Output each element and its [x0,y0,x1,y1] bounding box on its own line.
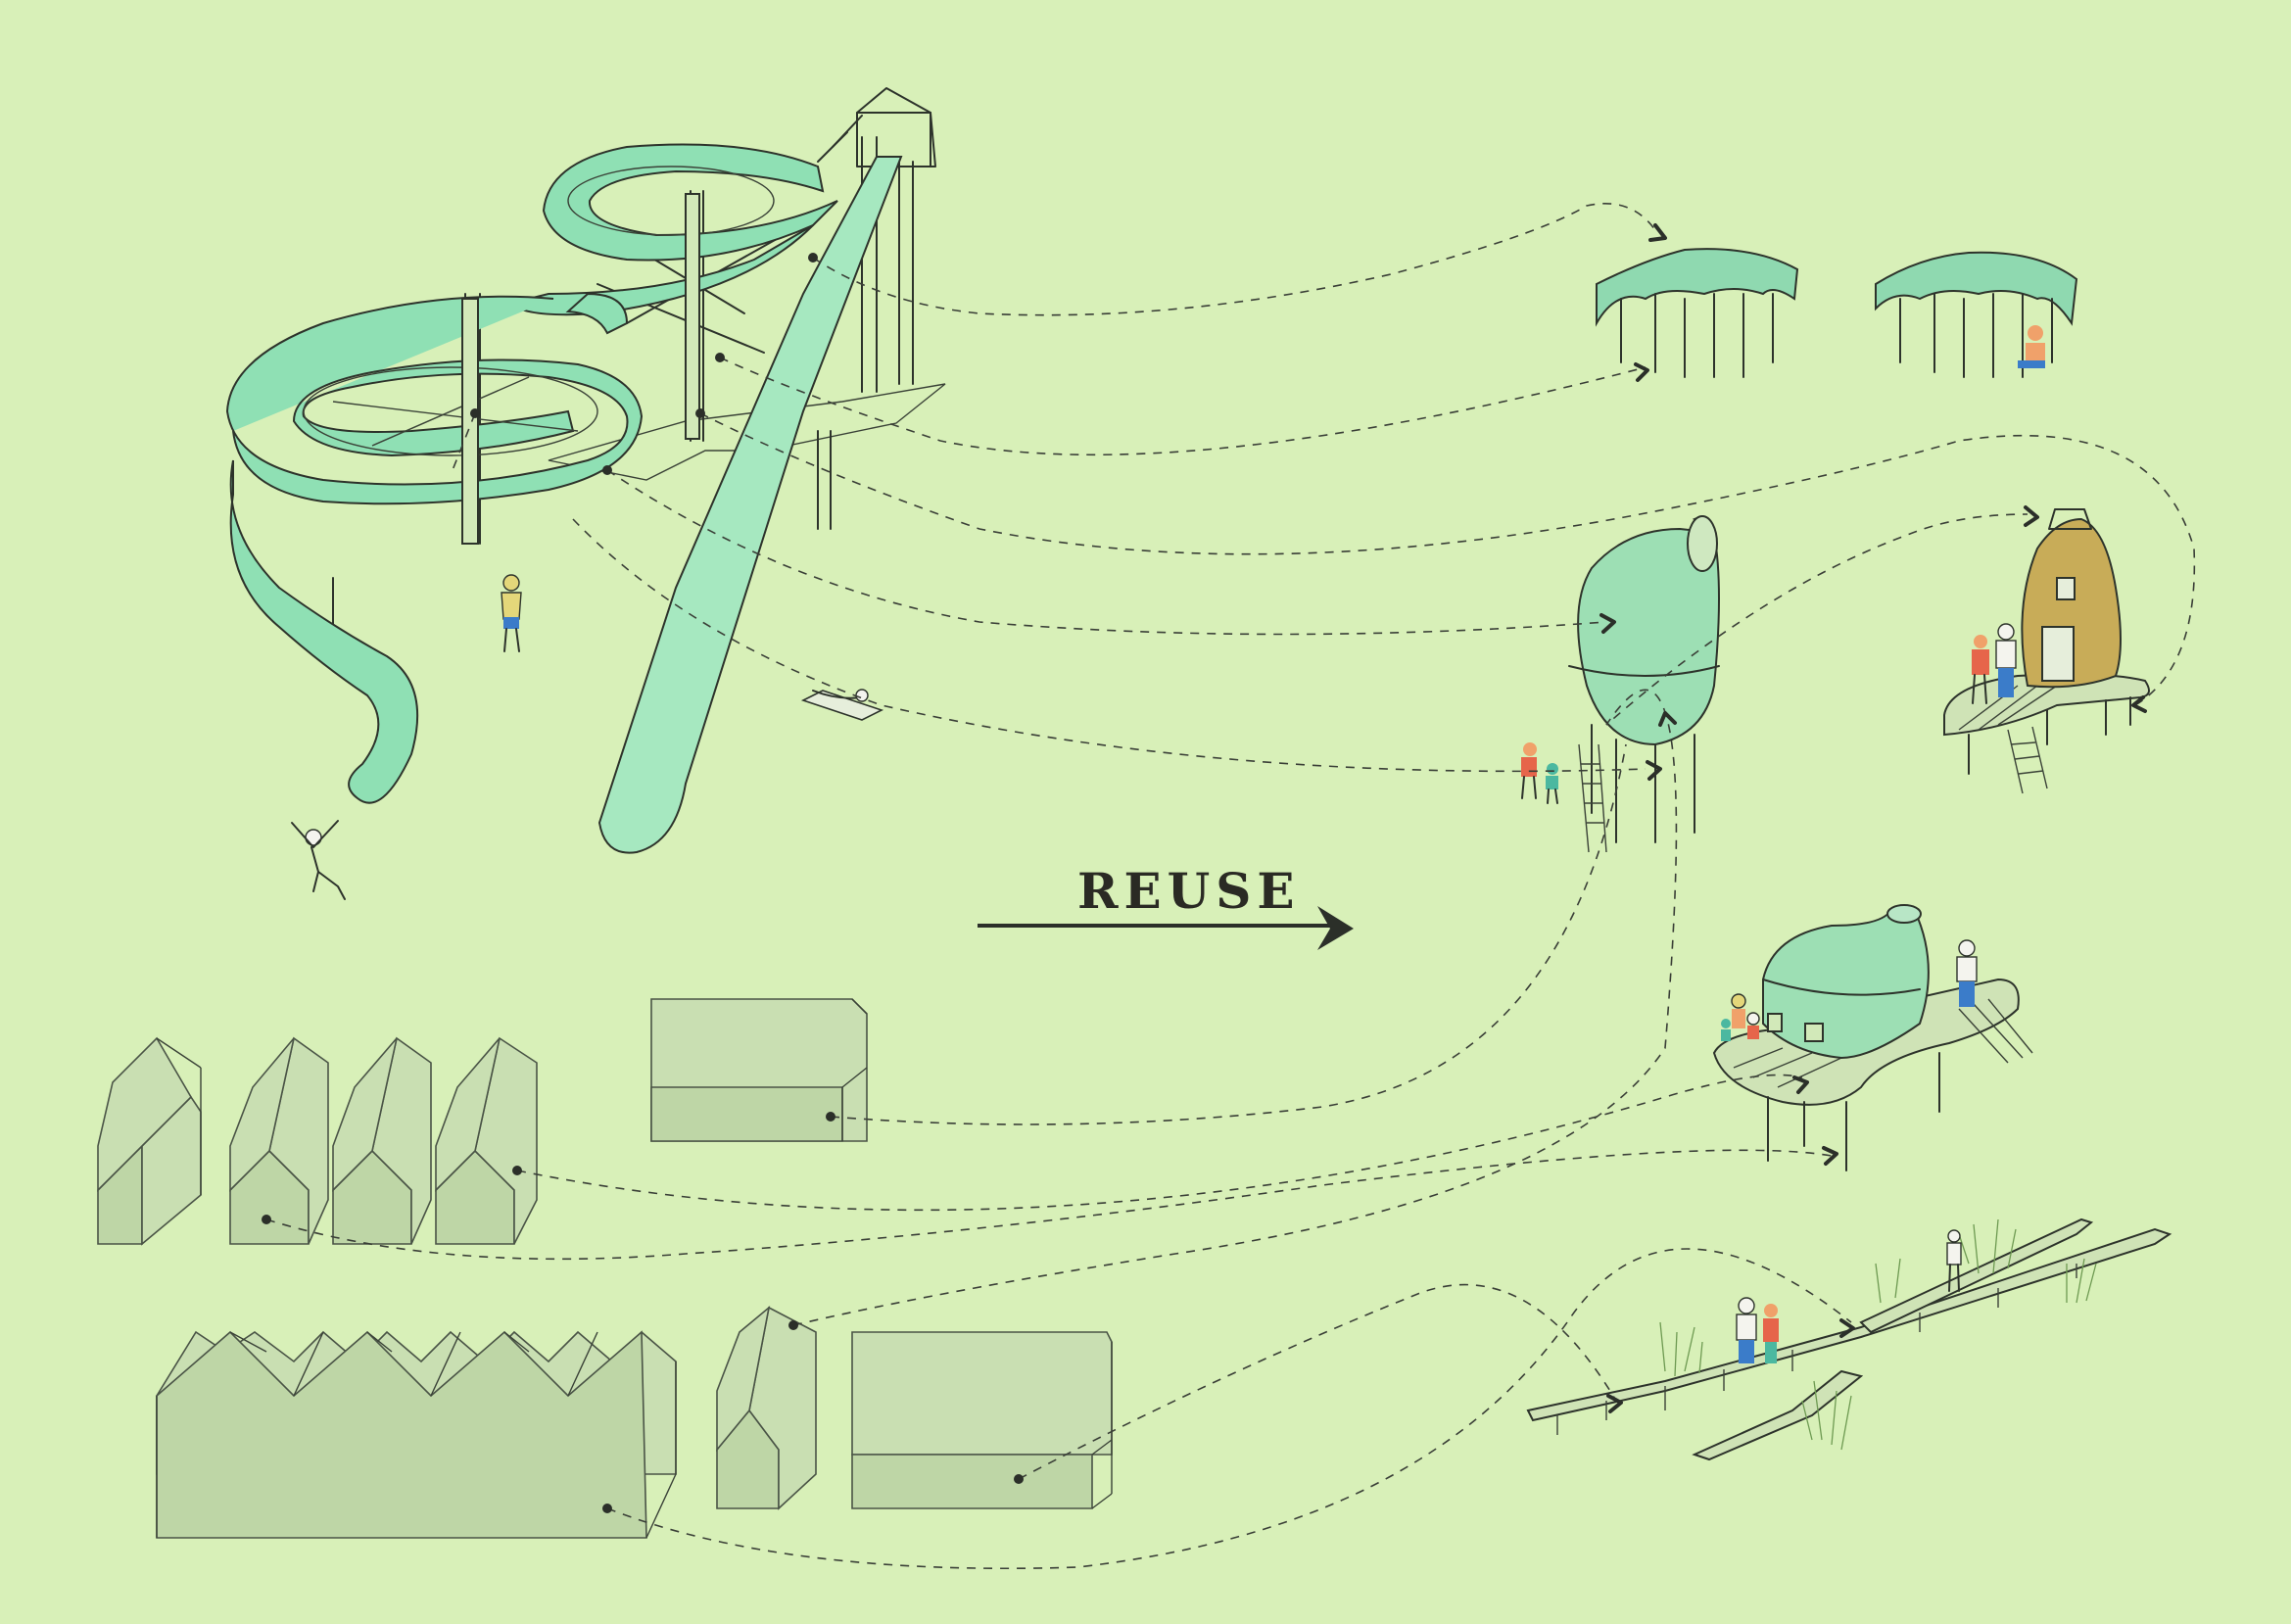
connector-arrowheads [1599,223,2147,1413]
person-jumping [291,820,346,900]
tower-pod-ladder [1578,743,1607,853]
slide-tower-box [817,87,936,167]
gable-house-1 [97,1036,202,1246]
reuse-connectors [265,203,2196,1570]
box-building-top [650,998,868,1142]
boardwalk [1526,1218,2172,1461]
lower-spiral-slide [225,295,644,505]
spiral-entry [565,292,629,335]
person-standing-slide [501,574,522,652]
upper-spiral-chute [506,224,814,316]
people-ochre-pod [1972,623,2017,704]
reuse-arrow [978,906,1354,950]
central-poles [461,193,700,545]
spiral-rails [303,166,775,456]
people-boardwalk [1736,1229,1962,1363]
reuse-title: REUSE [1077,862,1301,920]
slide-base-platform [548,383,946,481]
ochre-pod-on-deck [1943,508,2150,794]
gable-house-4 [435,1036,538,1245]
large-box-building [851,1331,1113,1509]
person-sunbathing [800,689,884,721]
gable-house-2 [229,1036,329,1245]
person-sitting-canopy [2018,325,2045,368]
small-gable-house [716,1305,817,1510]
reed-grass [1659,1218,2097,1451]
ochre-pod-ladder [2007,726,2048,794]
canopy-pavilion-2 [1875,251,2078,378]
tower-pod [1521,515,1720,853]
gable-houses [97,1036,538,1246]
canopy-pavilion-1 [1596,248,1799,378]
waterslide-complex [225,87,946,854]
connector-dots [262,253,1024,1513]
upper-spiral-slide [542,143,838,262]
people-dome-pavilion [1721,939,1978,1041]
sawtooth-hall [156,1330,677,1539]
spiral-exit-chute [229,459,419,804]
people-tower-pod [1521,742,1558,804]
straight-slide [597,156,903,854]
gable-house-3 [332,1036,432,1245]
dome-pavilion-on-deck [1712,904,2033,1171]
